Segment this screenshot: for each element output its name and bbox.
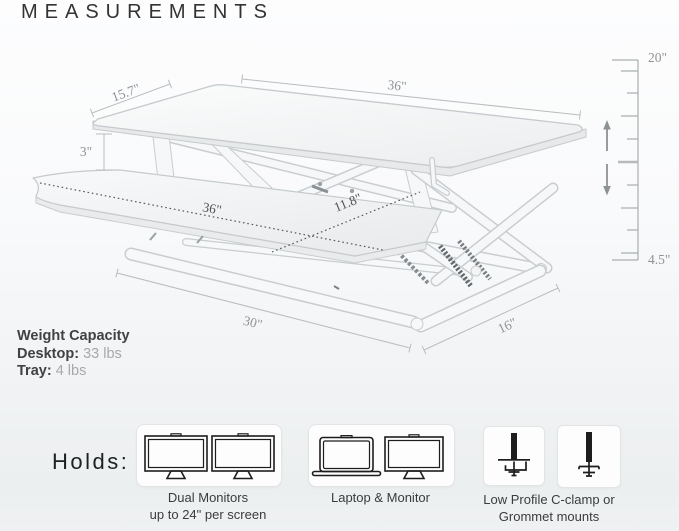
dim-tick	[241, 74, 243, 84]
spring-detail	[396, 250, 430, 285]
tray-label: Tray:	[17, 363, 52, 379]
c-clamp-card	[483, 426, 545, 486]
bolt	[349, 188, 355, 194]
tray-bracket	[311, 184, 329, 194]
clamp-bracket	[504, 461, 527, 471]
front-left-rail-face	[126, 249, 418, 327]
desktop-value: 33 lbs	[83, 345, 122, 362]
down-arrow-icon	[603, 186, 611, 196]
top-surface-face	[92, 84, 583, 168]
keyboard-tray	[32, 169, 443, 264]
gas-spring	[457, 239, 492, 281]
height-ruler: 20" 4.5"	[603, 50, 670, 267]
holds-heading: Holds:	[52, 449, 130, 474]
page-title: MEASUREMENTS	[21, 1, 274, 23]
tray-surface	[32, 169, 443, 257]
scissor-arm-face	[158, 132, 456, 212]
caption-line: Low Profile C-clamp or	[483, 492, 615, 507]
grommet-mount-card	[557, 425, 621, 488]
dim-tick	[89, 108, 95, 118]
weight-capacity-block: Weight Capacity Desktop: 33 lbs Tray: 4 …	[17, 328, 130, 381]
caption-line: Laptop & Monitor	[330, 490, 430, 505]
clamp-screw	[508, 461, 520, 477]
caption-line: up to 24" per screen	[149, 506, 267, 522]
dim-tick	[555, 283, 561, 293]
grommet-screw	[578, 462, 600, 477]
tray-hooks	[149, 232, 204, 244]
desk-surface-line	[498, 459, 530, 461]
caption-line: Grommet mounts	[498, 508, 600, 524]
dim-label-max-height: 20"	[648, 50, 667, 65]
dim-tick	[167, 79, 173, 89]
dim-label-top-width: 36"	[387, 77, 407, 94]
laptop-and-monitor-icon	[311, 434, 444, 480]
dim-label-tray-width: 36"	[201, 199, 223, 217]
dim-label-base-width: 16"	[495, 315, 519, 337]
weight-capacity-tray-row: Tray: 4 lbs	[17, 363, 130, 381]
monitor-icon	[143, 433, 208, 480]
up-arrow-icon	[603, 120, 611, 130]
dim-line-top-depth	[91, 83, 171, 114]
dim-line-base-width	[423, 287, 559, 351]
mounts-caption: Low Profile C-clamp or Grommet mounts	[463, 492, 635, 525]
grommet-mount-icon	[578, 432, 600, 477]
dim-line-tray-width	[39, 182, 384, 251]
grommet-pole	[586, 432, 592, 462]
desktop-label: Desktop:	[17, 345, 80, 362]
dim-label-base-length: 30"	[242, 313, 264, 332]
dual-monitors-icon	[143, 433, 275, 480]
dual-monitors-caption: Dual Monitors up to 24" per screen	[136, 490, 280, 523]
dim-line-tray-depth	[271, 191, 421, 253]
front-right-rail-face	[416, 266, 545, 331]
dim-tick	[115, 268, 119, 278]
dim-tick	[421, 345, 427, 355]
laptop-icon	[311, 435, 381, 477]
laptop-monitor-caption: Laptop & Monitor	[308, 490, 453, 507]
bolt	[317, 181, 323, 187]
dim-label-riser-height: 3"	[80, 144, 92, 159]
caption-line: Dual Monitors	[167, 490, 249, 505]
base-front	[124, 247, 547, 333]
dim-line-top-width	[241, 78, 581, 116]
monitor-icon	[383, 434, 444, 480]
dim-line-base-length	[116, 272, 411, 349]
base-clip-mark	[333, 285, 340, 290]
pivot-joint	[470, 265, 482, 277]
dim-label-min-height: 4.5"	[648, 252, 670, 267]
gas-spring	[438, 244, 473, 288]
dim-tick	[408, 343, 412, 353]
top-surface	[92, 84, 587, 196]
top-edge-face	[92, 120, 587, 177]
tray-value: 4 lbs	[55, 363, 87, 379]
c-clamp-icon	[498, 433, 530, 477]
weight-capacity-heading: Weight Capacity	[17, 328, 130, 344]
dim-tick	[579, 110, 581, 120]
dual-monitors-card	[136, 424, 282, 487]
laptop-monitor-card	[308, 424, 455, 487]
monitor-icon	[210, 433, 275, 480]
under-bracket-face	[430, 158, 449, 195]
clamp-pole	[511, 433, 517, 459]
height-adjust-arrows	[603, 120, 611, 196]
weight-capacity-desktop-row: Desktop: 33 lbs	[17, 346, 130, 364]
front-corner	[410, 317, 424, 331]
